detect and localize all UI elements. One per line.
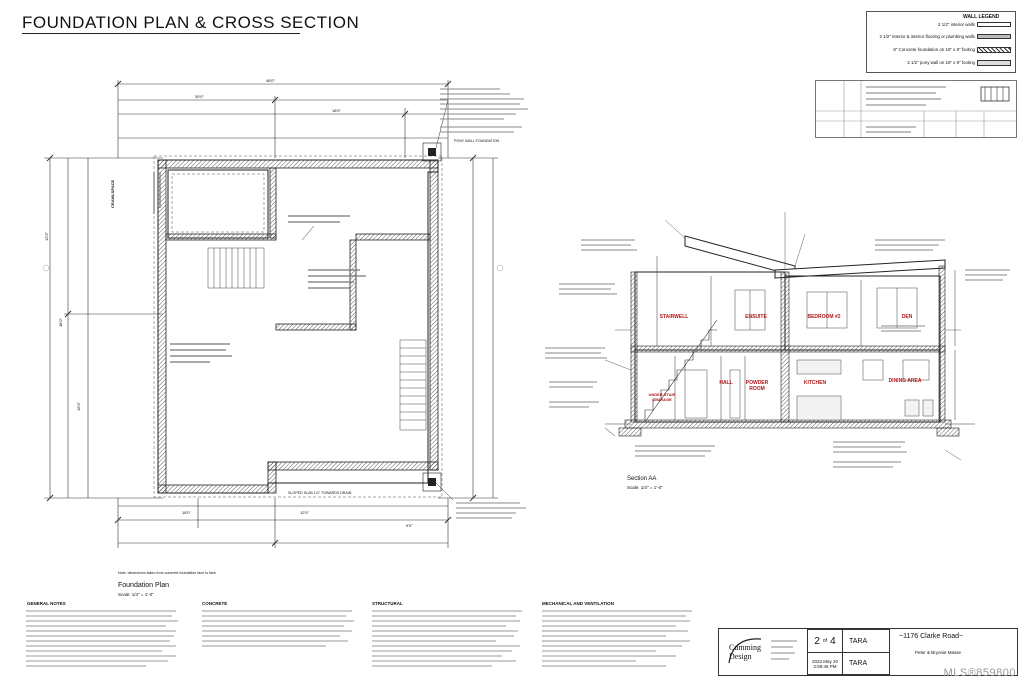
plan-leader-notes [440, 88, 528, 133]
room-kitchen: KITCHEN [803, 380, 827, 386]
legend-swatch [977, 47, 1011, 53]
title-block: Cumming Design 2 of 4 2022 May 20 2:59:4… [718, 628, 1018, 676]
company-logo-mark [728, 638, 762, 664]
checked-by-cell: TARA [842, 652, 890, 675]
crawlspace-label: CRAWLSPACE [110, 179, 115, 208]
drawing-time: 2:59:46 PM [813, 663, 837, 669]
legend-swatch [977, 34, 1011, 39]
slab-note: SLOPED SLAB 1/4" TOWARDS DRAIN [288, 491, 352, 495]
legend-swatch [977, 22, 1011, 27]
plan-dim-left: 12'0" [43, 232, 49, 241]
drawn-by-cell: TARA [842, 629, 890, 653]
legend-row: 2 1/2" interior walls [938, 22, 975, 27]
wall-legend-title: WALL LEGEND [963, 14, 1000, 20]
page-total: 4 [830, 635, 836, 647]
section-scale: Scale: 1/4" = 1'-0" [627, 485, 663, 490]
sheet-title: FOUNDATION PLAN & CROSS SECTION [22, 13, 360, 32]
room-powder: POWDER ROOM [745, 380, 769, 392]
notes-text-block [26, 610, 692, 667]
legend-swatch [977, 60, 1011, 66]
page-of: of [822, 638, 828, 644]
project-name: ~1176 Clarke Road~ [899, 633, 964, 640]
plan-dim-top: 18'0" [332, 108, 341, 113]
plan-dim-bottom: 18'0" [182, 510, 191, 515]
section-label: Section AA [627, 476, 657, 482]
room-stairwell: STAIRWELL [659, 314, 689, 320]
plan-annotations [153, 172, 366, 363]
room-den: DEN [901, 314, 913, 320]
notes-general-heading: GENERAL NOTES [27, 601, 66, 606]
room-ensuite: ENSUITE [745, 314, 767, 320]
post-leader-note [456, 502, 526, 519]
notes-mechanical-heading: MECHANICAL AND VENTILATION [542, 601, 614, 606]
plan-dim-bottom: 12'0" [300, 510, 309, 515]
notes-structural-heading: STRUCTURAL [372, 601, 403, 606]
plan-bottom-note: Note: dimensions taken from concrete fou… [118, 571, 216, 575]
assembly-table [815, 80, 1017, 138]
drawing-date: 2022 May 20 [811, 658, 839, 664]
plan-dim-top: 30'0" [195, 94, 204, 99]
client-name: Peter & Bryonie Masse [915, 650, 962, 655]
room-dining: DINING AREA [888, 378, 922, 384]
date-cell: 2022 May 20 2:59:46 PM [807, 652, 843, 675]
legend-row: 2 1/2" pony wall on 18" x 8" footing [907, 60, 975, 65]
room-bedroom-2: BEDROOM #2 [807, 314, 841, 320]
drawn-by: TARA [849, 637, 868, 645]
company-logo: Cumming Design [725, 633, 765, 669]
plan-label: Foundation Plan [118, 582, 169, 589]
assembly-table-graphic [816, 81, 1016, 137]
title-underline [22, 33, 300, 34]
plan-dim-bottom: 9'0" [406, 523, 413, 528]
legend-row: 8" Concrete foundation on 18" x 8" footi… [893, 47, 975, 52]
mls-watermark: MLS®859800 [943, 667, 1016, 679]
company-address [771, 640, 797, 660]
page-number-cell: 2 of 4 [807, 629, 843, 653]
cross-section-drawing [545, 212, 1010, 468]
plan-dim-top-overall: 48'0" [266, 78, 275, 83]
legend-row: 2 1/2" interior & interior flooring or p… [879, 34, 975, 39]
plan-scale: Scale: 1/4" = 1'-0" [118, 592, 154, 597]
page-current: 2 [814, 635, 820, 647]
checked-by: TARA [849, 660, 868, 667]
plan-dim-left: 16'0" [75, 402, 81, 411]
plan-dim-left: 48'0" [57, 318, 63, 327]
room-hall: HALL [719, 380, 733, 386]
room-under-stair: UNDER STAIR STORAGE [648, 392, 676, 402]
pony-wall-note: PONY WALL FOUNDATION [454, 139, 500, 143]
notes-concrete-heading: CONCRETE [202, 601, 228, 606]
foundation-plan-drawing [42, 80, 504, 548]
company-name: Cumming Design [729, 643, 762, 661]
wall-legend: WALL LEGEND 2 1/2" interior walls 2 1/2"… [866, 11, 1016, 73]
